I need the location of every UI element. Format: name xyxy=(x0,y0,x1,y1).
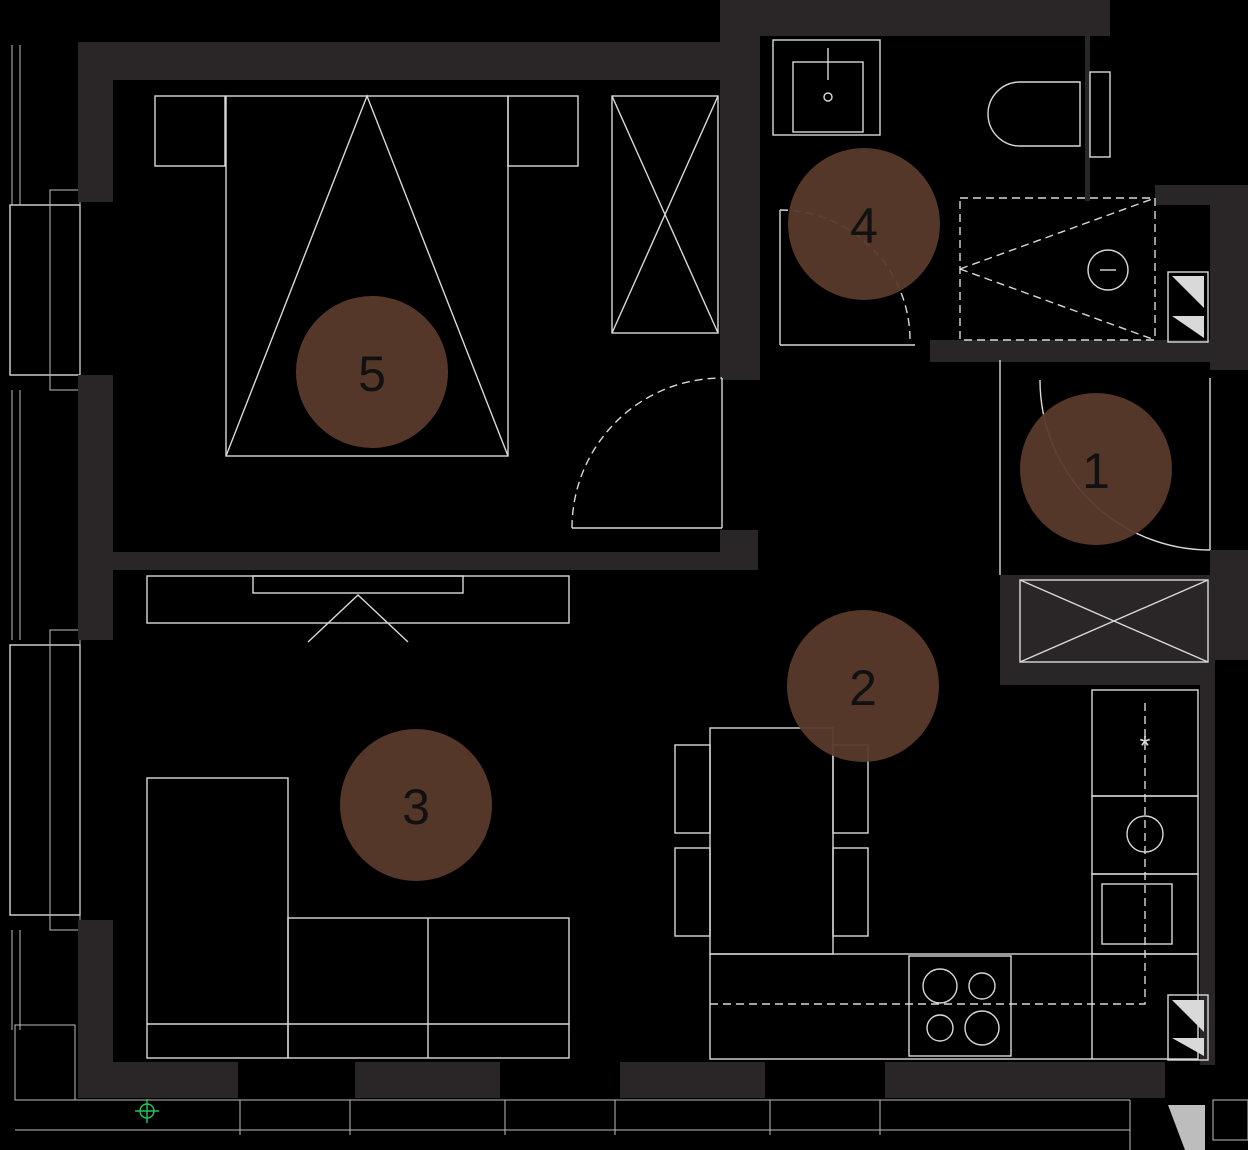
left-facade xyxy=(9,45,81,1101)
sofa xyxy=(146,777,570,1059)
room-number-2: 2 xyxy=(849,660,877,716)
hallway-closet xyxy=(1019,579,1209,663)
tv-unit xyxy=(146,575,570,643)
kitchen: * xyxy=(709,689,1199,1060)
walls xyxy=(78,0,1248,1098)
room-number-3: 3 xyxy=(402,779,430,835)
bed xyxy=(154,94,579,457)
bedroom-door xyxy=(571,377,723,529)
room-marker-1: 1 xyxy=(1020,393,1172,545)
room-number-5: 5 xyxy=(358,346,386,402)
room-number-4: 4 xyxy=(850,198,878,254)
dining-table xyxy=(674,727,869,955)
bottom-facade xyxy=(15,1099,1248,1150)
room-marker-2: 2 xyxy=(787,610,939,762)
ventilation-shaft-icon xyxy=(1167,271,1209,1061)
room-marker-5: 5 xyxy=(296,296,448,448)
room-marker-4: 4 xyxy=(788,148,940,300)
toilet xyxy=(987,71,1111,158)
shower xyxy=(959,197,1156,341)
wardrobe-bedroom xyxy=(611,95,719,334)
compass-icon xyxy=(135,1099,159,1123)
room-number-1: 1 xyxy=(1082,443,1110,499)
room-marker-3: 3 xyxy=(340,729,492,881)
bathroom-sink xyxy=(772,39,881,136)
